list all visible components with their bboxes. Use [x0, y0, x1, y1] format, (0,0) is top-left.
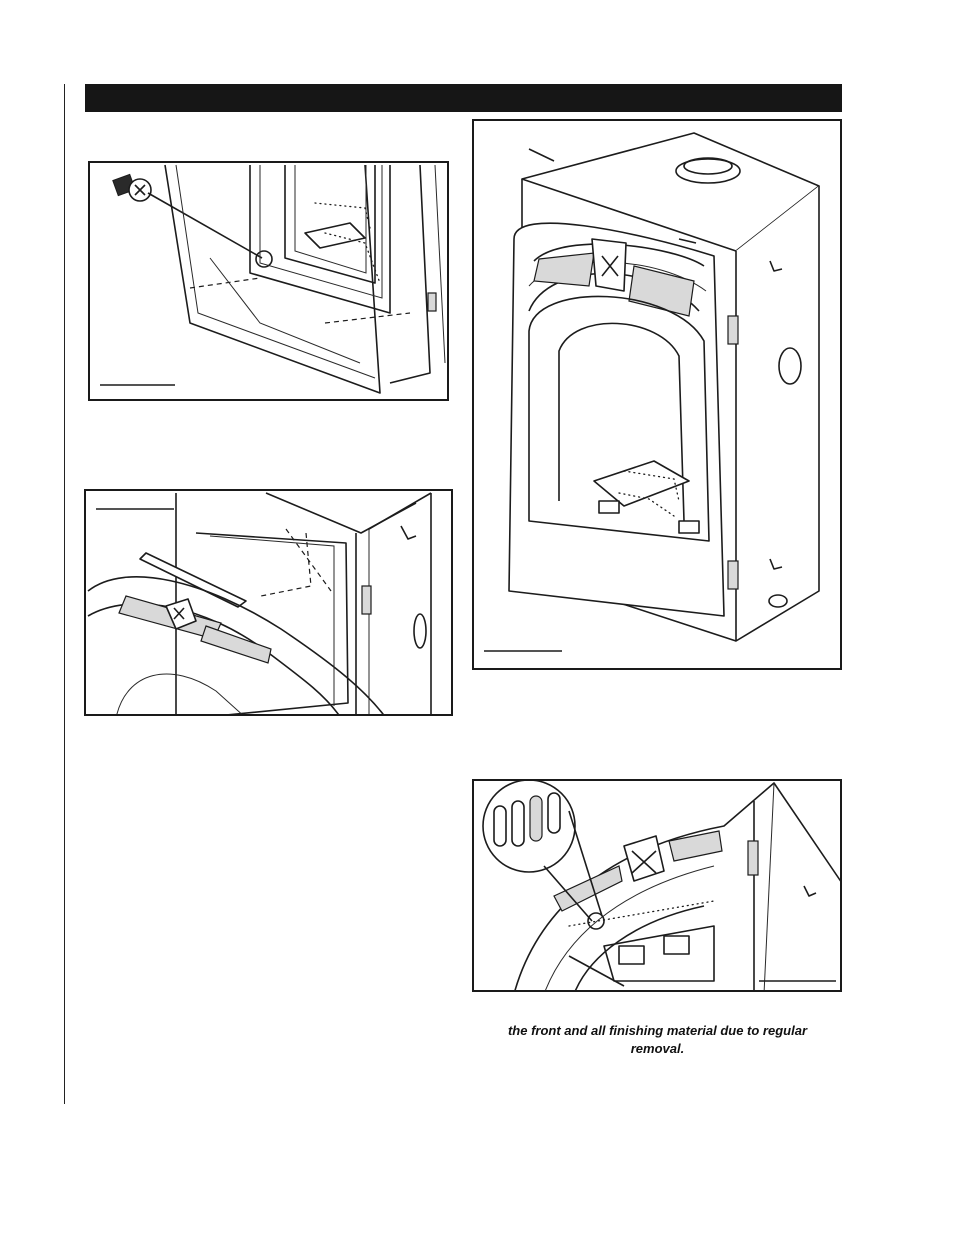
screw-detail-drawing: [100, 164, 446, 394]
section-header-bar: [85, 84, 842, 112]
caption-line-1: the front and all finishing material due…: [507, 1023, 808, 1038]
decorative-front-icon: [118, 595, 272, 664]
figure-unit-assembled: [472, 119, 842, 670]
vent-slot-detail-drawing: [482, 781, 840, 990]
front-removal-drawing: [87, 492, 432, 714]
figure-vent-slot-detail: [472, 779, 842, 992]
fireplace-icon: [508, 132, 820, 642]
screw-icon: [112, 173, 152, 202]
magnifier-icon: [482, 781, 605, 930]
unit-assembled-drawing: [484, 132, 820, 652]
figure-screw-detail: [88, 161, 449, 401]
figure-caption: the front and all finishing material due…: [473, 1022, 842, 1058]
caption-line-2: removal.: [630, 1041, 685, 1056]
margin-rule: [64, 84, 65, 1104]
figure-front-removal: [84, 489, 453, 716]
